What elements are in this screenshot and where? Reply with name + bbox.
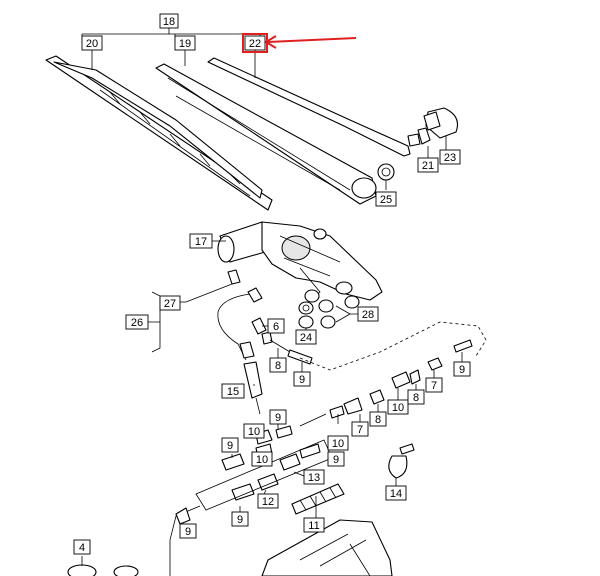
svg-text:15: 15 — [227, 386, 239, 398]
label-8-b[interactable]: 8 — [369, 411, 387, 427]
svg-text:28: 28 — [362, 309, 374, 321]
svg-text:20: 20 — [86, 38, 98, 50]
svg-text:22: 22 — [249, 38, 261, 50]
svg-text:21: 21 — [422, 160, 434, 172]
svg-text:26: 26 — [131, 317, 143, 329]
svg-text:27: 27 — [164, 298, 176, 310]
grommet-24 — [298, 301, 314, 330]
svg-text:7: 7 — [357, 424, 363, 436]
label-9-f[interactable]: 9 — [231, 511, 249, 527]
label-4[interactable]: 4 — [73, 539, 91, 555]
label-17[interactable]: 17 — [189, 233, 213, 249]
label-13[interactable]: 13 — [303, 469, 325, 485]
label-10-b[interactable]: 10 — [387, 399, 409, 415]
cap-23 — [423, 107, 459, 150]
label-9-g[interactable]: 9 — [179, 523, 197, 539]
label-7-a[interactable]: 7 — [351, 421, 369, 437]
label-10-c[interactable]: 10 — [243, 423, 265, 439]
label-24[interactable]: 24 — [295, 329, 317, 345]
label-27[interactable]: 27 — [159, 295, 181, 311]
label-14[interactable]: 14 — [385, 485, 407, 501]
callout-arrow — [264, 35, 357, 49]
bracket-26 — [148, 291, 161, 353]
label-10-a[interactable]: 10 — [327, 435, 349, 451]
label-9-d[interactable]: 9 — [221, 437, 239, 453]
nut-21 — [407, 127, 431, 158]
svg-text:12: 12 — [262, 496, 274, 508]
svg-text:9: 9 — [459, 364, 465, 376]
svg-text:9: 9 — [333, 454, 339, 466]
svg-text:8: 8 — [275, 360, 281, 372]
label-12[interactable]: 12 — [257, 493, 279, 509]
label-22[interactable]: 22 — [242, 33, 268, 53]
cap-4 — [67, 556, 97, 576]
svg-text:13: 13 — [308, 472, 320, 484]
svg-text:6: 6 — [273, 321, 279, 333]
svg-text:9: 9 — [227, 440, 233, 452]
svg-text:8: 8 — [413, 392, 419, 404]
svg-text:17: 17 — [195, 236, 207, 248]
seal-25 — [377, 163, 395, 190]
svg-text:11: 11 — [308, 520, 319, 532]
grommet-28 — [318, 295, 360, 329]
svg-text:9: 9 — [237, 514, 243, 526]
wiper-motor — [212, 221, 383, 303]
clip-14 — [388, 443, 415, 486]
label-9-e[interactable]: 9 — [327, 451, 345, 467]
label-6[interactable]: 6 — [267, 318, 285, 334]
wiper-blade — [45, 50, 273, 211]
label-23[interactable]: 23 — [439, 149, 461, 165]
svg-text:9: 9 — [299, 374, 305, 386]
svg-text:9: 9 — [185, 526, 191, 538]
label-8-c[interactable]: 8 — [407, 389, 425, 405]
svg-text:23: 23 — [444, 152, 456, 164]
label-11[interactable]: 11 — [303, 517, 325, 533]
svg-text:14: 14 — [390, 488, 402, 500]
svg-text:8: 8 — [375, 414, 381, 426]
label-9-a[interactable]: 9 — [293, 371, 311, 387]
label-15[interactable]: 15 — [221, 383, 245, 399]
svg-text:18: 18 — [163, 16, 175, 28]
washer-hose — [169, 269, 487, 576]
svg-text:10: 10 — [256, 454, 268, 466]
label-9-c[interactable]: 9 — [453, 361, 471, 377]
label-9-b[interactable]: 9 — [269, 409, 287, 425]
label-21[interactable]: 21 — [417, 157, 439, 173]
svg-text:4: 4 — [79, 542, 85, 554]
label-28[interactable]: 28 — [357, 306, 379, 322]
wiper-arm — [155, 50, 377, 205]
label-18[interactable]: 18 — [159, 13, 179, 29]
svg-text:19: 19 — [179, 38, 191, 50]
svg-text:10: 10 — [248, 426, 260, 438]
label-10-d[interactable]: 10 — [251, 451, 273, 467]
svg-text:7: 7 — [431, 380, 437, 392]
label-7-b[interactable]: 7 — [425, 377, 443, 393]
label-20[interactable]: 20 — [81, 35, 103, 51]
svg-text:25: 25 — [380, 194, 392, 206]
svg-text:9: 9 — [275, 412, 281, 424]
reservoir — [113, 519, 393, 576]
label-25[interactable]: 25 — [375, 191, 397, 207]
svg-text:24: 24 — [300, 332, 312, 344]
arm-cover — [207, 50, 411, 157]
label-19[interactable]: 19 — [174, 35, 196, 51]
bracket-18 — [81, 26, 261, 44]
label-8-a[interactable]: 8 — [269, 357, 287, 373]
svg-text:10: 10 — [392, 402, 404, 414]
svg-text:10: 10 — [332, 438, 344, 450]
label-26[interactable]: 26 — [125, 314, 149, 330]
